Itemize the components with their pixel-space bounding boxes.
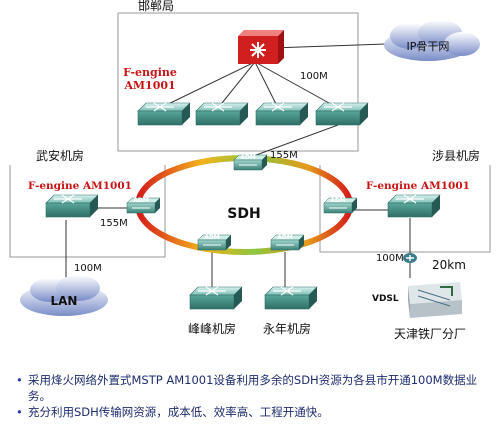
bullet-icon: • (16, 405, 23, 419)
handan-region (117, 12, 359, 152)
switch-icon (264, 286, 318, 310)
adm-label: ADM (330, 197, 346, 204)
adm-icon: ADM (270, 234, 305, 251)
bullet-item: • 充分利用SDH传输网资源，成本低、效率高、工程开通快。 (14, 404, 494, 420)
bullet-icon: • (16, 373, 23, 387)
ip-backbone-cloud (384, 20, 480, 61)
bullet-item: • 采用烽火网络外置式MSTP AM1001设备利用多余的SDH资源为各县市开通1… (14, 372, 494, 404)
wuan-region (9, 165, 166, 258)
adm-label: ADM (204, 234, 220, 241)
adm-icon: ADM (126, 197, 161, 214)
bullet-list: • 采用烽火网络外置式MSTP AM1001设备利用多余的SDH资源为各县市开通1… (14, 372, 494, 420)
adm-icon: ADM (233, 154, 268, 171)
link-lines (65, 43, 411, 288)
fengine-top-line1: F-engine (123, 66, 177, 79)
shexian-region (319, 165, 491, 253)
tianjin-label: 天津铁厂分厂 (394, 327, 466, 341)
vdsl-device-icon (408, 282, 462, 318)
switch-icon (137, 102, 191, 126)
switch-icon (315, 102, 369, 126)
router-icon (238, 30, 284, 64)
sdh-ring (135, 155, 353, 255)
fengine-right-label: F-engine AM1001 (366, 180, 470, 192)
switch-icon (45, 194, 99, 218)
fengfeng-label: 峰峰机房 (188, 321, 236, 336)
switch-icon (255, 102, 309, 126)
speed-top-label: 100M (300, 71, 328, 82)
sdh-label: SDH (227, 206, 260, 222)
speed-lan-label: 100M (74, 263, 102, 274)
adm-icon: ADM (323, 197, 358, 214)
distance-label: 20km (432, 258, 466, 272)
adm-label: ADM (277, 234, 293, 241)
handan-label: 邯郸局 (138, 0, 174, 13)
fengine-top-line2: AM1001 (123, 79, 175, 92)
speed-left-label: 155M (100, 218, 128, 229)
lan-cloud (20, 275, 108, 316)
switch-icon (195, 102, 249, 126)
yongnian-label: 永年机房 (263, 321, 311, 336)
switch-icon (189, 286, 243, 310)
ip-backbone-label: IP骨干网 (407, 40, 450, 53)
vdsl-label: VDSL (372, 294, 399, 304)
speed-ring-top-label: 155M (270, 150, 298, 161)
adm-label: ADM (133, 197, 149, 204)
lan-label: LAN (51, 294, 78, 308)
adm-icon: ADM (197, 234, 232, 251)
fengine-left-label: F-engine AM1001 (28, 180, 132, 192)
switch-icon (387, 194, 441, 218)
shexian-label: 涉县机房 (432, 148, 480, 163)
speed-right-label: 100M (376, 253, 404, 264)
bullet-text: 充分利用SDH传输网资源，成本低、效率高、工程开通快。 (28, 405, 329, 419)
bullet-text: 采用烽火网络外置式MSTP AM1001设备利用多余的SDH资源为各县市开通10… (28, 373, 478, 403)
adm-label: ADM (240, 154, 256, 161)
modem-icon (403, 253, 417, 263)
wuan-label: 武安机房 (36, 148, 84, 163)
